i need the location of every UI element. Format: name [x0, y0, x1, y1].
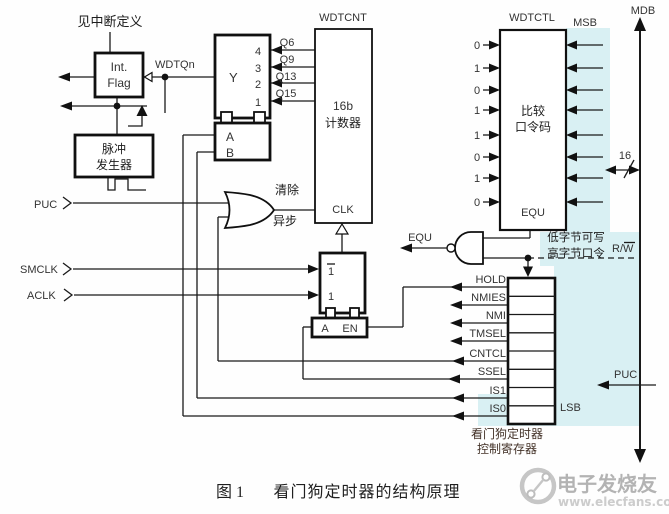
password-bits: 0 1 0 1 1 0 1 0 — [474, 40, 480, 209]
svg-text:R/W: R/W — [612, 243, 634, 255]
y-mux-box — [213, 33, 272, 120]
ab-b-label: B — [226, 146, 234, 160]
aclk-chevron — [63, 288, 74, 302]
puc-right-label: PUC — [614, 369, 637, 381]
counter-label-2: 计数器 — [325, 115, 361, 130]
clock-mux-box — [318, 251, 367, 315]
pulse-gen-label-1: 脉冲 — [102, 141, 126, 156]
aen-a-label: A — [321, 323, 329, 335]
watermark-site: www.elecfans.com — [558, 495, 669, 509]
clock-mux-labels: 1 1 — [327, 263, 335, 303]
wdtcnt-counter-box — [314, 28, 373, 224]
byte-note-1: 低字节可写 — [547, 230, 605, 244]
pulse-waveform-glyph — [107, 177, 146, 191]
see-interrupt-label: 见中断定义 — [77, 15, 142, 30]
int-flag-label-1: Int. — [111, 60, 128, 74]
clk-open-arrow — [334, 222, 350, 235]
svg-text:NMIES: NMIES — [471, 292, 506, 304]
puc-chevron — [62, 196, 73, 210]
tap-select-3: 3 — [255, 63, 261, 75]
q6-label: Q6 — [280, 37, 295, 49]
tap-select-2: 2 — [255, 79, 261, 91]
watermark: 电子发烧友 www.elecfans.com — [519, 467, 669, 509]
a-en-box — [310, 316, 369, 339]
svg-text:1: 1 — [474, 173, 480, 185]
or-gate — [223, 190, 276, 230]
register-caption-1: 看门狗定时器 — [471, 426, 543, 441]
svg-text:TMSEL: TMSEL — [469, 328, 506, 340]
q9-label: Q9 — [280, 54, 295, 66]
svg-text:1: 1 — [474, 105, 480, 117]
wdtctl-box — [498, 28, 568, 232]
rw-label: R/W — [612, 241, 635, 255]
aen-en-label: EN — [342, 323, 357, 335]
register-field-labels: HOLD NMIES NMI TMSEL CNTCL SSEL IS1 IS0 — [469, 274, 506, 415]
svg-text:IS1: IS1 — [489, 385, 506, 397]
msb-label: MSB — [573, 17, 597, 29]
smclk-chevron — [62, 262, 73, 276]
pulse-generator-box — [73, 133, 155, 179]
svg-text:0: 0 — [474, 85, 480, 97]
control-register-box — [506, 276, 557, 426]
figure-title: 看门狗定时器的结构原理 — [273, 483, 460, 501]
svg-text:1: 1 — [474, 130, 480, 142]
elecfans-logo-icon — [519, 467, 557, 505]
clear-label: 清除 — [275, 182, 299, 197]
svg-text:1: 1 — [328, 266, 334, 278]
watermark-brand: 电子发烧友 — [557, 472, 657, 496]
svg-text:0: 0 — [474, 40, 480, 52]
svg-text:NMI: NMI — [486, 310, 506, 322]
aclk-label: ACLK — [27, 290, 56, 302]
register-caption-2: 控制寄存器 — [477, 441, 537, 456]
tap-select-1: 1 — [255, 97, 261, 109]
wdtctl-label: WDTCTL — [509, 12, 555, 24]
svg-text:SSEL: SSEL — [478, 366, 506, 378]
arrowheads — [58, 17, 646, 463]
equ-box-label: EQU — [521, 207, 545, 219]
edge-trigger-glyph — [128, 116, 143, 127]
bus-width-label: 16 — [619, 150, 631, 162]
mdb-label: MDB — [631, 5, 655, 17]
wdtcnt-label: WDTCNT — [319, 12, 367, 24]
q15-label: Q15 — [276, 88, 297, 100]
int-flag-label-2: Flag — [107, 76, 130, 90]
int-flag-box — [93, 51, 145, 99]
puc-left-label: PUC — [34, 199, 57, 211]
password-label-2: 口令码 — [515, 119, 551, 134]
svg-text:0: 0 — [474, 197, 480, 209]
y-mux-label: Y — [229, 70, 238, 85]
wdtqn-label: WDTQn — [155, 59, 195, 71]
svg-text:IS0: IS0 — [489, 403, 506, 415]
svg-text:1: 1 — [328, 291, 334, 303]
smclk-label: SMCLK — [20, 264, 59, 276]
clk-label: CLK — [332, 204, 354, 216]
svg-text:HOLD: HOLD — [475, 274, 506, 286]
counter-label-1: 16b — [333, 99, 353, 113]
lsb-label: LSB — [560, 402, 581, 414]
svg-text:CNTCL: CNTCL — [469, 348, 506, 360]
byte-note-2: 高字节口令 — [547, 246, 605, 260]
async-label: 异步 — [273, 214, 297, 228]
figure-number: 图 1 — [216, 484, 244, 501]
pulse-gen-label-2: 发生器 — [96, 157, 132, 172]
q13-label: Q13 — [276, 71, 297, 83]
svg-text:1: 1 — [474, 63, 480, 75]
ab-a-label: A — [226, 130, 234, 144]
intflag-clock-input — [143, 71, 153, 83]
tap-select-4: 4 — [255, 46, 261, 58]
ab-select-box — [213, 121, 272, 162]
equ-output-label: EQU — [408, 232, 432, 244]
nand-gate — [446, 231, 484, 265]
password-label-1: 比较 — [521, 103, 545, 118]
svg-text:0: 0 — [474, 152, 480, 164]
